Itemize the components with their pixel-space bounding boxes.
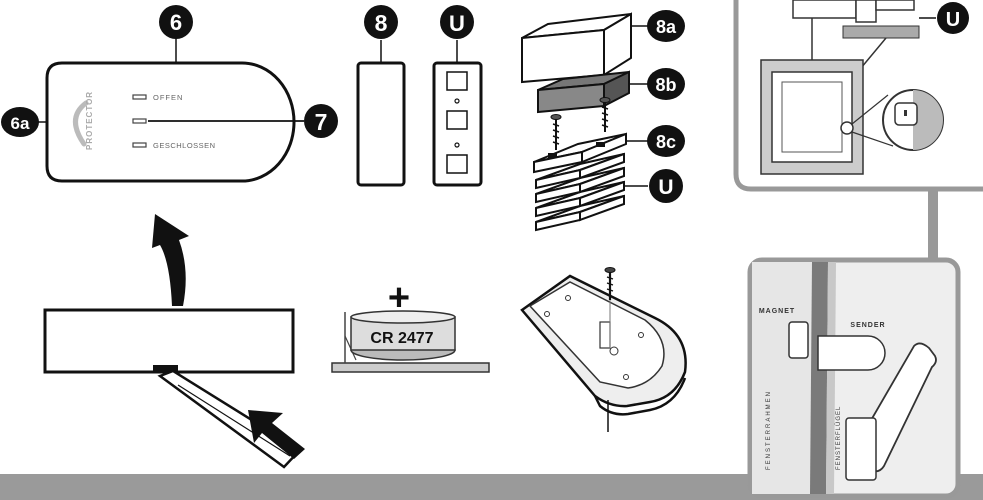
magnet-part-8: 8 — [356, 5, 406, 187]
svg-text:8c: 8c — [656, 132, 676, 152]
mounted-window-illustration: MAGNET SENDER FENSTERRAHMEN FENSTERFLÜGE… — [747, 257, 961, 499]
plus-sign: + — [388, 277, 410, 319]
magnet-mounted — [788, 321, 809, 359]
frame-label: FENSTERRAHMEN — [766, 390, 772, 470]
sender-label: SENDER — [850, 322, 885, 329]
spacer-part-u: U — [432, 5, 483, 187]
callout-7: 7 — [304, 104, 338, 138]
push-arrow-icon — [248, 410, 305, 459]
brand-label: PROTECTOR — [85, 91, 94, 150]
sash-label: FENSTERFLÜGEL — [835, 406, 842, 470]
led-closed-indicator — [132, 142, 147, 148]
callout-8c: 8c — [647, 125, 685, 157]
callout-8b: 8b — [647, 68, 685, 100]
sender-mounted — [817, 335, 886, 371]
svg-text:6: 6 — [170, 10, 182, 35]
callout-6a: 6a — [1, 107, 39, 137]
callout-8a: 8a — [647, 10, 685, 42]
callout-u-detail: U — [937, 2, 969, 34]
svg-text:U: U — [658, 176, 673, 199]
sensor-unit: PROTECTOR OFFEN GESCHLOSSEN — [45, 61, 296, 183]
led-middle-indicator — [132, 118, 147, 124]
svg-text:6a: 6a — [11, 114, 30, 133]
svg-text:7: 7 — [315, 109, 328, 135]
callout-6: 6 — [159, 5, 193, 39]
callout-u-stack: U — [649, 169, 683, 203]
window-detail-box — [733, 0, 983, 192]
svg-text:U: U — [449, 11, 465, 36]
curved-arrow-icon — [152, 214, 189, 306]
led-open-label: OFFEN — [153, 93, 183, 102]
base-plate — [520, 267, 687, 432]
connector-bar — [928, 189, 938, 263]
protector-logo-icon — [73, 100, 89, 147]
battery-label: CR 2477 — [370, 330, 433, 347]
exploded-magnet-assembly — [521, 12, 648, 232]
svg-text:8b: 8b — [655, 75, 676, 95]
opening-step — [43, 214, 305, 469]
battery-step: + CR 2477 — [331, 277, 490, 373]
screwdriver-icon — [157, 369, 302, 469]
magnet-label: MAGNET — [759, 308, 795, 315]
svg-text:8a: 8a — [656, 17, 677, 37]
led-open-indicator — [132, 94, 147, 100]
svg-text:8: 8 — [375, 10, 388, 36]
led-closed-label: GESCHLOSSEN — [153, 141, 216, 150]
svg-text:U: U — [946, 9, 960, 31]
